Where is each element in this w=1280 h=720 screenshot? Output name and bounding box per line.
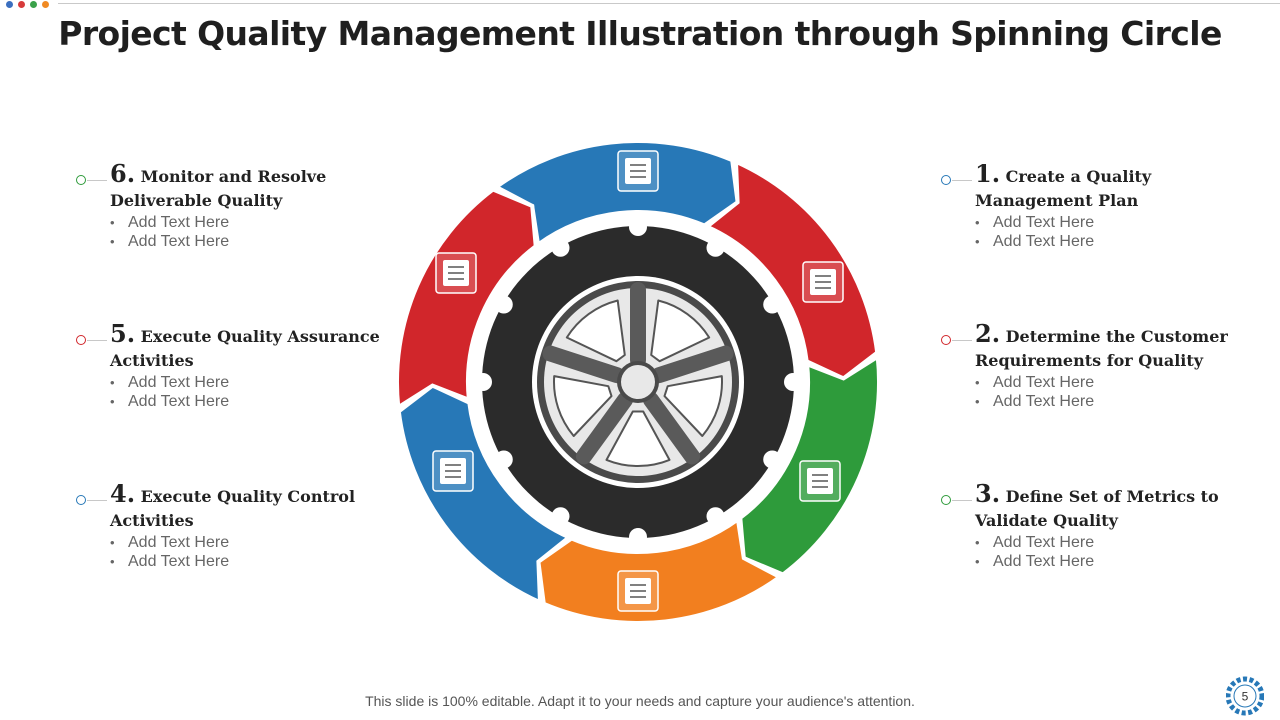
step-4-title[interactable]: Execute Quality Control Activities [110,487,356,530]
step-icons [432,150,844,612]
step-2-heading: 2. Determine the Customer Requirements f… [975,322,1255,373]
bullet[interactable]: Add Text Here [975,392,1255,411]
step-5-number: 5. [110,319,136,348]
bullet[interactable]: Add Text Here [110,392,380,411]
hub-cap [621,365,655,399]
tire-notch [474,373,492,391]
step-1[interactable]: 1. Create a Quality Management Plan Add … [941,162,1245,251]
step-6-heading: 6. Monitor and Resolve Deliverable Quali… [110,162,380,213]
tire-notch [784,373,802,391]
segment-upper-left [394,187,538,411]
step-3-marker [941,495,975,505]
tire-notch [763,295,782,314]
step-1-bullets: Add Text HereAdd Text Here [975,213,1245,251]
top-decoration [0,0,1280,8]
wheel-spoke [542,345,626,384]
bullet[interactable]: Add Text Here [110,533,380,552]
step-4-marker [76,495,110,505]
tire-notch [763,450,782,469]
wheel-spoke-windows [542,282,734,467]
step-2-marker [941,335,975,345]
bullet[interactable]: Add Text Here [110,213,380,232]
tire-notch [551,507,570,526]
bullet[interactable]: Add Text Here [975,213,1245,232]
step-2-number: 2. [975,319,1001,348]
step-1-heading: 1. Create a Quality Management Plan [975,162,1245,213]
tire-notch [494,450,513,469]
brand-dot-red [18,1,25,8]
brand-dot-blue [6,1,13,8]
tire-notch [706,238,725,257]
cycle-segments [394,139,882,625]
step-1-number: 1. [975,159,1001,188]
step-3-heading: 3. Define Set of Metrics to Validate Qua… [975,482,1255,533]
step-6-bullets: Add Text HereAdd Text Here [110,213,380,251]
spoke-window [605,410,671,467]
tire-notch [551,238,570,257]
step-4[interactable]: 4. Execute Quality Control Activities Ad… [76,482,380,571]
bullet[interactable]: Add Text Here [975,373,1255,392]
tire-notch [706,507,725,526]
gauge-icon [799,460,841,502]
step-6-title[interactable]: Monitor and Resolve Deliverable Quality [110,167,327,210]
brand-dot-green [30,1,37,8]
step-4-heading: 4. Execute Quality Control Activities [110,482,380,533]
wheel-spoke [642,391,701,465]
step-5-title[interactable]: Execute Quality Assurance Activities [110,327,380,370]
bullet[interactable]: Add Text Here [110,373,380,392]
checklist-icon [617,570,659,612]
page-number: 5 [1242,690,1249,704]
step-3[interactable]: 3. Define Set of Metrics to Validate Qua… [941,482,1255,571]
bullet[interactable]: Add Text Here [975,533,1255,552]
bullet[interactable]: Add Text Here [110,552,380,571]
step-6-number: 6. [110,159,136,188]
step-4-number: 4. [110,479,136,508]
step-3-title[interactable]: Define Set of Metrics to Validate Qualit… [975,487,1219,530]
step-5-marker [76,335,110,345]
plan-screen-icon [617,150,659,192]
wheel-spoke [575,391,634,465]
tire-notch [494,295,513,314]
magnifier-icon [435,252,477,294]
step-5[interactable]: 5. Execute Quality Assurance Activities … [76,322,380,411]
bullet[interactable]: Add Text Here [975,552,1255,571]
step-6[interactable]: 6. Monitor and Resolve Deliverable Quali… [76,162,380,251]
tire-notch [629,218,647,236]
step-5-bullets: Add Text HereAdd Text Here [110,373,380,411]
badge-gear-ring [1226,676,1264,716]
brand-dot-orange [42,1,49,8]
step-2[interactable]: 2. Determine the Customer Requirements f… [941,322,1255,411]
wheel-spoke [650,345,734,384]
spoke-window [553,375,613,437]
certificate-icon [432,450,474,492]
bullet[interactable]: Add Text Here [975,232,1245,251]
step-4-bullets: Add Text HereAdd Text Here [110,533,380,571]
calculator-icon [802,261,844,303]
step-5-heading: 5. Execute Quality Assurance Activities [110,322,380,373]
step-1-title[interactable]: Create a Quality Management Plan [975,167,1152,210]
page-number-badge: 5 [1226,676,1264,716]
step-1-marker [941,175,975,185]
top-rule [58,3,1280,4]
spoke-window [663,375,723,437]
tire-notch [629,528,647,546]
slide-title[interactable]: Project Quality Management Illustration … [58,14,1222,53]
badge-inner [1233,684,1257,708]
step-6-marker [76,175,110,185]
step-2-title[interactable]: Determine the Customer Requirements for … [975,327,1228,370]
footer-note[interactable]: This slide is 100% editable. Adapt it to… [365,693,915,709]
step-3-number: 3. [975,479,1001,508]
step-2-bullets: Add Text HereAdd Text Here [975,373,1255,411]
bullet[interactable]: Add Text Here [110,232,380,251]
spoke-window [565,299,626,363]
spoke-window [650,299,711,363]
tire-notches [474,218,802,546]
step-3-bullets: Add Text HereAdd Text Here [975,533,1255,571]
